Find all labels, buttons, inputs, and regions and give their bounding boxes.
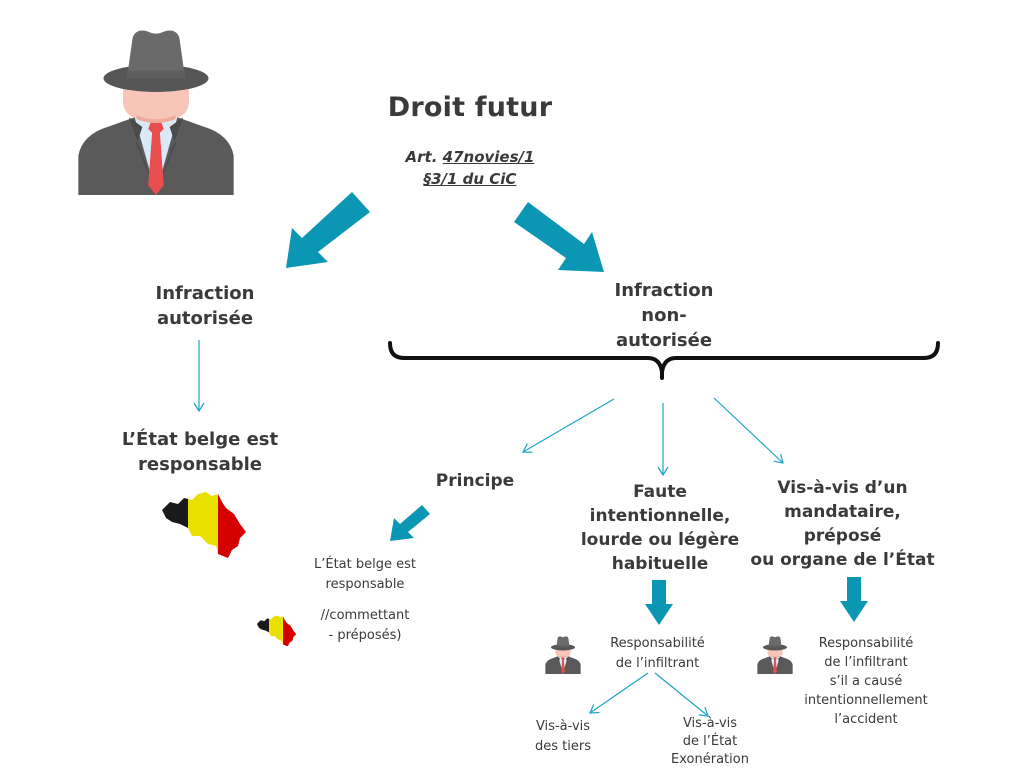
case-principe-note: //commettant - préposés)	[320, 608, 410, 643]
arrow-to-principe	[522, 398, 615, 453]
big-arrow-left	[286, 192, 370, 268]
big-arrow-right	[514, 202, 604, 272]
case-faute-label: Faute intentionnelle, lourde ou légère h…	[580, 482, 740, 574]
sub-case-etat: Vis-à-vis de l’État Exonération	[671, 716, 749, 767]
unauthorized-infraction-label: Infraction non- autorisée	[614, 280, 714, 351]
case-mandataire-label: Vis-à-vis d’un mandataire, préposé ou or…	[750, 478, 935, 570]
spy-agent-icon	[756, 634, 794, 674]
case-principe-result: L’État belge est responsable	[314, 557, 416, 592]
belgium-flag-map-icon	[256, 613, 298, 647]
sub-case-tiers: Vis-à-vis des tiers	[535, 719, 591, 754]
spy-agent-icon	[544, 634, 582, 674]
case-principe-label: Principe	[435, 471, 515, 491]
reference-link-line2[interactable]: §3/1 du CiC	[423, 170, 517, 188]
reference-prefix: Art.	[405, 148, 443, 166]
arrow-to-tiers	[589, 672, 649, 714]
arrow-to-mandataire	[713, 397, 784, 464]
belgium-flag-map-icon	[160, 487, 250, 559]
reference-link-line1[interactable]: 47novies/1	[442, 148, 535, 166]
case-mandataire-result: Responsabilité de l’infiltrant s’il a ca…	[804, 636, 928, 727]
arrow-faute-down	[645, 580, 673, 625]
arrow-to-etat	[654, 672, 709, 717]
case-faute-result: Responsabilité de l’infiltrant	[610, 636, 705, 671]
article-reference: Art. 47novies/1 §3/1 du CiC	[340, 146, 600, 190]
authorized-infraction-label: Infraction autorisée	[155, 283, 255, 329]
authorized-result-label: L’État belge est responsable	[121, 429, 279, 475]
page-title: Droit futur	[387, 92, 553, 123]
arrow-principe-to-result	[390, 505, 430, 541]
arrow-mandataire-down	[840, 577, 868, 622]
